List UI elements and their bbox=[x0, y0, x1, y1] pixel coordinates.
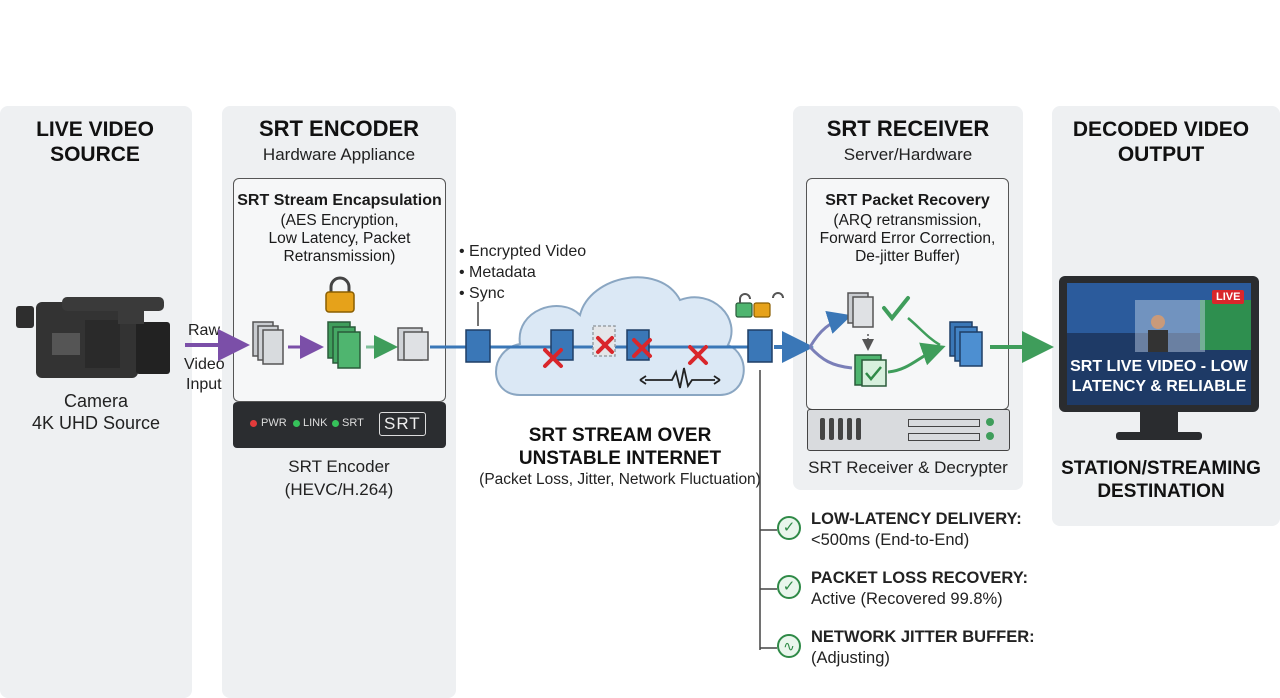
srt-logo: SRT bbox=[379, 412, 426, 436]
packet-stack-blue bbox=[949, 321, 983, 367]
recovery-line2: Forward Error Correction, bbox=[819, 230, 996, 247]
encapsulation-line1: (AES Encryption, bbox=[280, 212, 399, 229]
jitter-wave-icon bbox=[639, 367, 721, 389]
packet-blue-1 bbox=[465, 329, 491, 363]
stream-bullet-2: • Metadata bbox=[459, 264, 536, 281]
encapsulation-title: SRT Stream Encapsulation bbox=[237, 192, 442, 209]
encoder-device-label: SRT Encoder bbox=[288, 457, 390, 476]
encoder-title: SRT ENCODER bbox=[258, 116, 420, 141]
lock-icon bbox=[325, 276, 355, 313]
encoder-device-codec: (HEVC/H.264) bbox=[284, 480, 394, 499]
source-title: LIVE VIDEO SOURCE bbox=[36, 118, 154, 166]
encoder-hardware-bar: PWR LINK SRT SRT bbox=[233, 402, 446, 448]
encapsulation-line3: Retransmission) bbox=[283, 248, 396, 265]
unlock-icon bbox=[735, 292, 784, 318]
camera-detail: 4K UHD Source bbox=[31, 413, 161, 433]
arrow-label-raw: Raw bbox=[188, 322, 221, 339]
link-led bbox=[293, 420, 300, 427]
wave-icon: ∿ bbox=[777, 634, 801, 658]
camera-label: Camera bbox=[63, 391, 129, 411]
recovery-line1: (ARQ retransmission, bbox=[833, 212, 982, 229]
receiver-device-label: SRT Receiver & Decrypter bbox=[808, 458, 1008, 477]
check-icon bbox=[882, 296, 910, 322]
srt-led-label: SRT bbox=[342, 417, 364, 429]
receiver-subtitle: Server/Hardware bbox=[843, 145, 973, 164]
packet-blue-4 bbox=[747, 329, 773, 363]
encoder-subtitle: Hardware Appliance bbox=[262, 145, 416, 164]
check-icon: ✓ bbox=[777, 575, 801, 599]
stream-subtitle: (Packet Loss, Jitter, Network Fluctuatio… bbox=[479, 471, 761, 488]
stream-title-1: SRT STREAM OVER bbox=[528, 425, 712, 446]
packet-stack-gray bbox=[252, 321, 284, 365]
packet-recovered-green bbox=[854, 354, 887, 387]
link-label: LINK bbox=[303, 417, 328, 429]
srt-led bbox=[332, 420, 339, 427]
arrow-label-input: Input bbox=[186, 376, 222, 393]
arrow-label-video: Video bbox=[184, 356, 225, 373]
output-title: DECODED VIDEO OUTPUT bbox=[1072, 118, 1250, 166]
pwr-label: PWR bbox=[261, 417, 287, 429]
receiver-server bbox=[807, 409, 1010, 451]
screen-caption-line1: SRT LIVE VIDEO - LOW bbox=[1070, 358, 1248, 375]
encapsulation-line2: Low Latency, Packet bbox=[268, 230, 411, 247]
internet-cloud bbox=[495, 276, 745, 396]
source-panel bbox=[0, 106, 192, 698]
live-badge: LIVE bbox=[1212, 290, 1245, 304]
packet-output-gray bbox=[397, 327, 429, 361]
stream-bullet-1: • Encrypted Video bbox=[459, 243, 587, 260]
packet-loss-x-icon bbox=[543, 336, 708, 368]
check-icon: ✓ bbox=[777, 516, 801, 540]
pwr-led bbox=[250, 420, 257, 427]
recovery-box: SRT Packet Recovery (ARQ retransmission,… bbox=[806, 178, 1009, 410]
stream-bullet-3: • Sync bbox=[459, 285, 505, 302]
destination-line1: STATION/STREAMING bbox=[1061, 458, 1261, 479]
stream-title-2: UNSTABLE INTERNET bbox=[518, 448, 722, 469]
camera-icon bbox=[16, 297, 170, 378]
receiver-title: SRT RECEIVER bbox=[826, 116, 990, 141]
recovery-line3: De-jitter Buffer) bbox=[855, 248, 960, 265]
screen-caption-line2: LATENCY & RELIABLE bbox=[1071, 378, 1247, 395]
packet-recovered-gray bbox=[847, 292, 874, 328]
recovery-title: SRT Packet Recovery bbox=[825, 192, 990, 209]
packet-stack-green bbox=[327, 321, 361, 369]
destination-line2: DESTINATION bbox=[1097, 481, 1225, 502]
